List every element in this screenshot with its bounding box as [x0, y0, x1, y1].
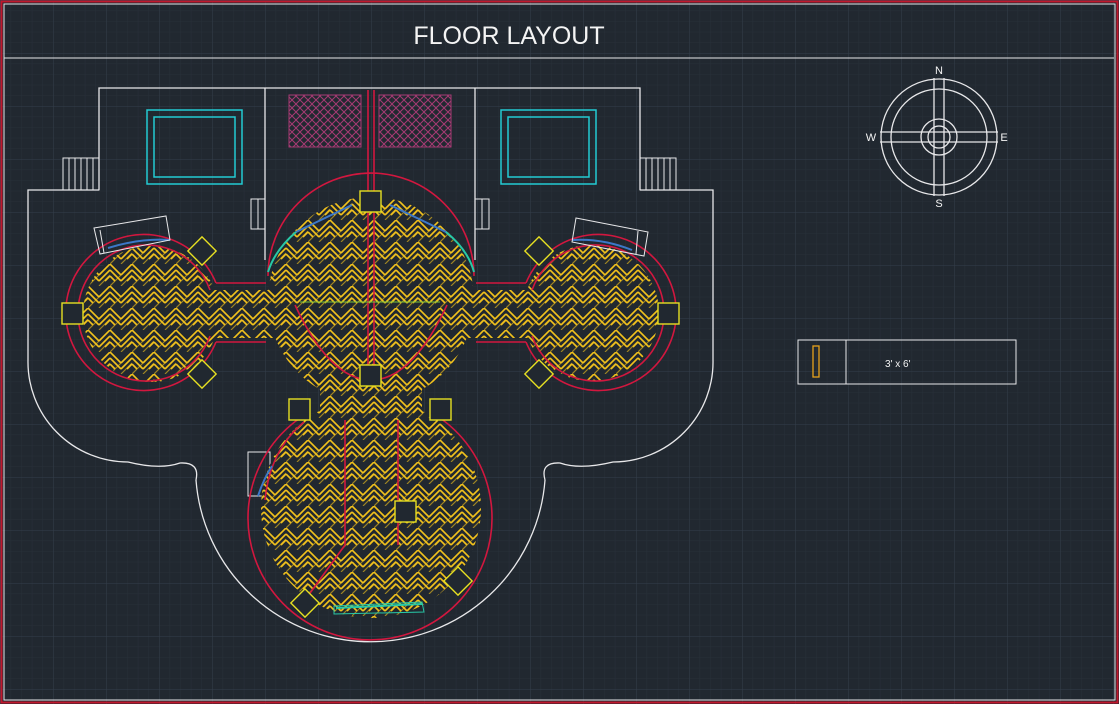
tile-legend	[797, 339, 1017, 385]
column-square-icon	[523, 358, 555, 390]
column-square-icon	[429, 398, 452, 421]
column-square-icon	[657, 302, 680, 325]
column-square-icon	[186, 358, 218, 390]
pool-right	[500, 109, 597, 185]
crosshatch-panel-left	[288, 94, 362, 148]
column-square-icon	[288, 398, 311, 421]
compass-rose-icon	[880, 78, 998, 196]
column-square-icon	[394, 500, 417, 523]
balconies	[93, 215, 649, 615]
column-square-icon	[61, 302, 84, 325]
column-square-icon	[186, 235, 218, 267]
compass-east-label: E	[1000, 132, 1007, 144]
stairs-icon	[62, 157, 100, 191]
column-square-icon	[523, 235, 555, 267]
column-square-icon	[359, 364, 382, 387]
compass-north-label: N	[935, 65, 943, 77]
column-square-icon	[289, 587, 321, 619]
column-square-icon	[359, 190, 382, 213]
compass-south-label: S	[935, 198, 942, 210]
sheet-inner-border	[3, 3, 1116, 701]
columns	[61, 190, 680, 619]
compass-west-label: W	[866, 132, 877, 144]
tile-swatch-icon	[812, 345, 820, 378]
page-title: FLOOR LAYOUT	[413, 22, 604, 50]
stairs-icon	[639, 157, 677, 191]
windows	[107, 204, 633, 609]
crosshatch-panel-right	[378, 94, 452, 148]
pool-left	[146, 109, 243, 185]
tile-size-label: 3' x 6'	[885, 359, 911, 370]
building-outline	[27, 87, 714, 643]
column-square-icon	[442, 565, 474, 597]
